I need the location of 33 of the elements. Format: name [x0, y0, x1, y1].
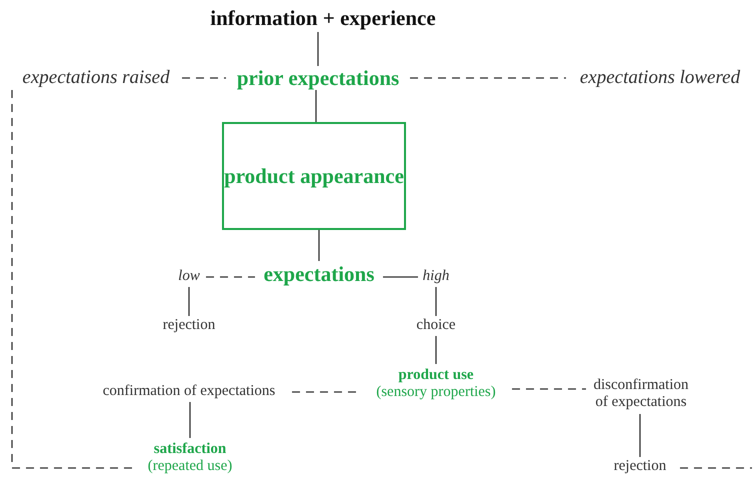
outcome-label: confirmation of expectations [102, 383, 276, 401]
connector-line [188, 287, 190, 316]
stage-label: (repeated use) [148, 458, 232, 476]
heading-text: information + experience [210, 6, 436, 30]
connector-line [189, 402, 191, 438]
stage-label: (sensory properties) [376, 384, 496, 402]
connector-line [435, 287, 437, 316]
branch-label: low [178, 268, 200, 286]
annotation-text: expectations raised [22, 67, 170, 89]
stage-label: product use [398, 366, 474, 384]
connector-line [639, 414, 641, 457]
connector-line [317, 32, 319, 66]
outcome-label: disconfirmation of expectations [592, 376, 690, 412]
connector-line [435, 336, 437, 364]
outcome-label: choice [416, 317, 456, 335]
connector-line [315, 90, 317, 122]
dashed-connector [182, 77, 226, 79]
outcome-label: rejection [614, 458, 666, 476]
process-box [222, 122, 406, 230]
stage-label: expectations [264, 262, 374, 286]
dashed-connector [680, 467, 752, 469]
connector-line [318, 230, 320, 261]
stage-label: satisfaction [154, 440, 226, 458]
branch-label: high [422, 268, 450, 286]
dashed-connector [206, 276, 255, 278]
annotation-text: expectations lowered [580, 67, 740, 89]
stage-label: prior expectations [236, 66, 400, 90]
outcome-label: rejection [162, 317, 216, 335]
dashed-connector [410, 77, 566, 79]
connector-line [383, 276, 418, 278]
box-label: product appearance [224, 164, 404, 188]
dashed-connector [11, 90, 132, 469]
dashed-connector [512, 388, 586, 390]
